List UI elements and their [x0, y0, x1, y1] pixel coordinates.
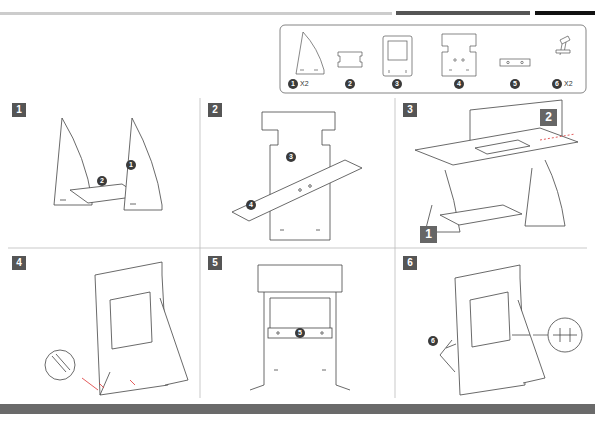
callout-number: 4 [454, 79, 464, 89]
callout-number: 6 [428, 336, 438, 346]
top-bar [396, 11, 530, 15]
callout-number: 6 [552, 79, 562, 89]
callout-number: 2 [345, 79, 355, 89]
quantity-label: X2 [300, 79, 309, 89]
top-bar [535, 11, 595, 15]
step-reference: 1 [420, 226, 437, 243]
callout-number: 3 [286, 152, 296, 162]
step6-drawing [440, 265, 582, 395]
callout-number: 2 [97, 176, 107, 186]
parts-list [296, 32, 570, 76]
callout-number: 5 [510, 79, 520, 89]
step-number: 2 [208, 103, 222, 117]
step5-drawing [250, 265, 350, 390]
step-number: 6 [403, 256, 417, 270]
step3-drawing [415, 100, 578, 232]
callout-number: 4 [246, 200, 256, 210]
callout-number: 3 [392, 79, 402, 89]
step-number: 4 [12, 256, 26, 270]
quantity-label: X2 [564, 79, 573, 89]
step-number: 3 [403, 103, 417, 117]
top-bar [0, 12, 392, 15]
step1-drawing [54, 118, 162, 210]
panel-grid [8, 98, 587, 398]
callout-number: 1 [288, 79, 298, 89]
callout-number: 5 [295, 328, 305, 338]
step2-drawing [232, 112, 362, 240]
step4-drawing [45, 262, 188, 395]
step-number: 1 [12, 103, 26, 117]
step-reference: 2 [540, 109, 557, 126]
callout-number: 1 [126, 160, 136, 170]
bottom-bar [0, 404, 595, 414]
step-number: 5 [208, 256, 222, 270]
parts-box [280, 25, 586, 93]
